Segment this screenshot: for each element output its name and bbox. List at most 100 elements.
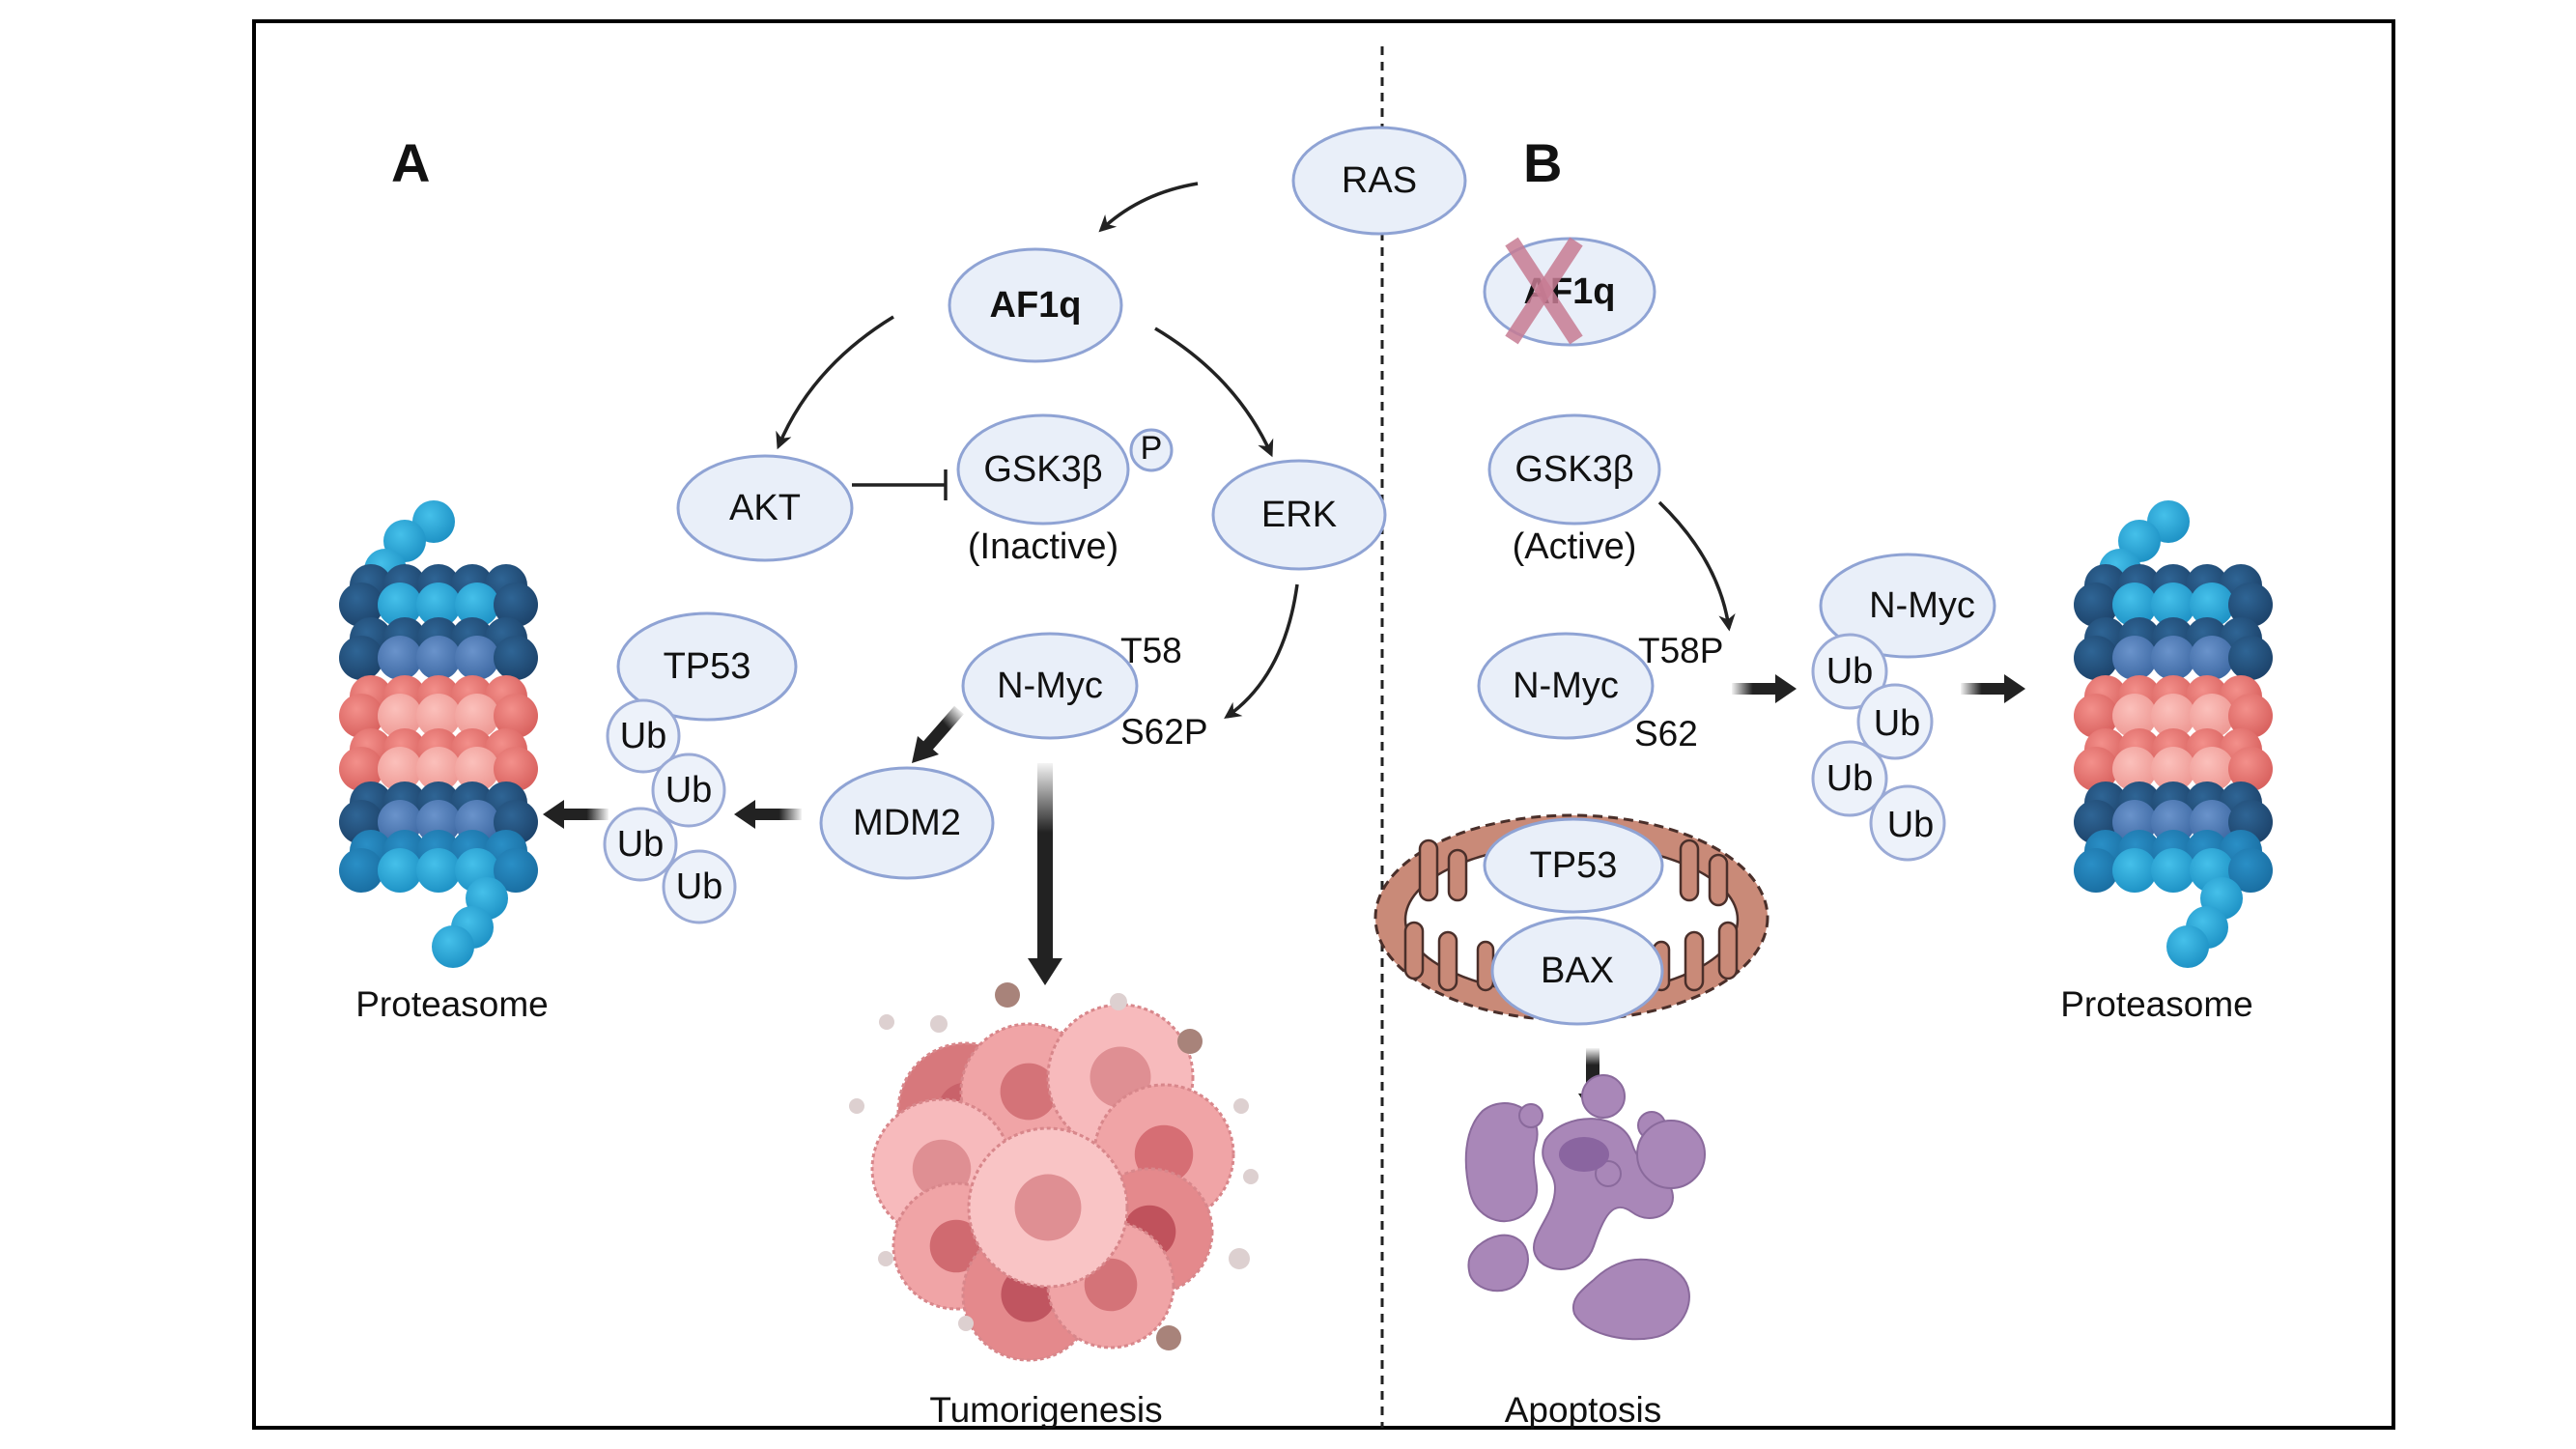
ub-label: Ub — [1826, 758, 1874, 799]
proteasome-subunit — [416, 694, 461, 738]
arrow-af1q-to-erk — [1154, 327, 1274, 458]
phospho-badge — [1129, 428, 1174, 472]
arrow-erk-to-s62p — [1224, 583, 1299, 720]
ub-label: Ub — [665, 770, 713, 810]
tumor-debris — [878, 1251, 893, 1266]
arrow-ubcomplex-to-proteasome — [1961, 674, 2025, 703]
proteasome-subunit — [2151, 636, 2195, 680]
proteasome-subunit — [494, 582, 538, 627]
ub-label: Ub — [676, 867, 723, 907]
proteasome-subunit — [339, 848, 383, 893]
ub-label: Ub — [1874, 703, 1921, 744]
node-gsk3b-inactive: GSK3β P (Inactive) — [956, 413, 1174, 567]
arrow-af1q-to-akt — [776, 315, 894, 450]
arrow-tp53ub-to-proteasome — [543, 800, 609, 829]
proteasome-icon — [2074, 500, 2273, 968]
tumor-debris — [1177, 1029, 1203, 1054]
mitochondrion-icon: TP53 BAX — [1373, 813, 1769, 1026]
node-gsk3b-label: GSK3β — [983, 449, 1102, 490]
tumor-debris — [849, 1098, 864, 1114]
tumor-cells-icon — [849, 982, 1259, 1362]
tumor-cell-nucleus — [1084, 1258, 1138, 1312]
arrow-ras-to-af1q — [1098, 182, 1199, 233]
tp53-ub-complex: TP53 Ub Ub Ub Ub — [603, 611, 798, 924]
proteasome-subunit — [416, 747, 461, 791]
tumor-debris — [1233, 1098, 1249, 1114]
node-nmyc-ub — [1819, 553, 1996, 659]
proteasome-subunit — [2074, 636, 2118, 680]
proteasome-subunit — [2112, 582, 2157, 627]
node-akt: AKT — [676, 454, 854, 562]
proteasome-subunit — [2112, 694, 2157, 738]
ub-label: Ub — [1887, 805, 1935, 845]
proteasome-subunit — [455, 747, 499, 791]
proteasome-b-label: Proteasome — [2060, 984, 2253, 1024]
proteasome-subunit — [494, 848, 538, 893]
arrow-gsk3b-to-t58p — [1657, 500, 1736, 632]
node-tp53 — [616, 611, 798, 722]
proteasome-subunit — [455, 636, 499, 680]
proteasome-subunit — [378, 636, 422, 680]
figure-frame — [252, 19, 2395, 1430]
proteasome-subunit — [339, 582, 383, 627]
ub-label: Ub — [617, 824, 665, 865]
proteasome-subunit — [2228, 848, 2273, 893]
node-af1q: AF1q — [948, 247, 1123, 363]
proteasome-subunit — [339, 747, 383, 791]
ub-circle — [651, 753, 726, 828]
ub-label: Ub — [1826, 651, 1874, 692]
node-ras: RAS — [1291, 126, 1467, 236]
ub-label: Ub — [620, 716, 667, 756]
proteasome-subunit — [416, 848, 461, 893]
node-erk-label: ERK — [1261, 495, 1337, 535]
proteasome-icon — [339, 500, 538, 968]
node-ras-label: RAS — [1342, 160, 1417, 201]
proteasome-subunit — [2228, 582, 2273, 627]
ub-circle — [1811, 633, 1888, 710]
proteasome-subunit — [2112, 636, 2157, 680]
tumor-cell-nucleus — [1014, 1174, 1082, 1241]
panel-label-a: A — [391, 132, 430, 193]
apoptosis-label: Apoptosis — [1505, 1390, 1662, 1430]
proteasome-subunit — [2190, 747, 2234, 791]
tumor-cell-nucleus — [929, 1219, 983, 1273]
site-s62p-label: S62P — [1120, 712, 1208, 752]
proteasome-subunit — [2151, 582, 2195, 627]
knockout-cross-icon — [1505, 237, 1583, 345]
proteasome-subunit — [2151, 694, 2195, 738]
node-erk: ERK — [1211, 459, 1387, 571]
site-t58-label: T58 — [1120, 631, 1182, 670]
panel-a: RAS AF1q AKT GSK3β P (Inactive) — [339, 126, 1467, 1430]
proteasome-subunit — [2112, 848, 2157, 893]
proteasome-subunit — [2190, 636, 2234, 680]
node-nmyc-ub-label: N-Myc — [1869, 585, 1975, 626]
node-akt-label: AKT — [729, 488, 801, 528]
node-nmyc-label: N-Myc — [997, 666, 1103, 706]
proteasome-subunit — [2074, 694, 2118, 738]
tumor-debris — [930, 1015, 948, 1033]
node-nmyc-b-label: N-Myc — [1513, 666, 1619, 706]
proteasome-subunit — [339, 694, 383, 738]
tumor-debris — [1110, 993, 1127, 1010]
node-bax-label: BAX — [1541, 951, 1614, 991]
proteasome-subunit — [416, 582, 461, 627]
node-mdm2: MDM2 — [819, 766, 995, 880]
proteasome-subunit — [2166, 925, 2209, 968]
arrow-nmyc-to-mdm2 — [912, 705, 964, 763]
proteasome-subunit — [494, 636, 538, 680]
tumor-debris — [995, 982, 1020, 1008]
proteasome-subunit — [378, 848, 422, 893]
proteasome-subunit — [432, 925, 474, 968]
proteasome-subunit — [455, 582, 499, 627]
site-s62-label: S62 — [1634, 714, 1698, 753]
proteasome-subunit — [2074, 848, 2118, 893]
proteasome-subunit — [378, 582, 422, 627]
proteasome-subunit — [2228, 694, 2273, 738]
site-t58p-label: T58P — [1638, 631, 1723, 670]
node-gsk3b-active: GSK3β (Active) — [1487, 413, 1661, 567]
ub-circle — [1869, 784, 1946, 862]
node-tp53-b-label: TP53 — [1530, 845, 1618, 886]
node-tp53-b — [1483, 817, 1664, 914]
proteasome-subunit — [378, 747, 422, 791]
